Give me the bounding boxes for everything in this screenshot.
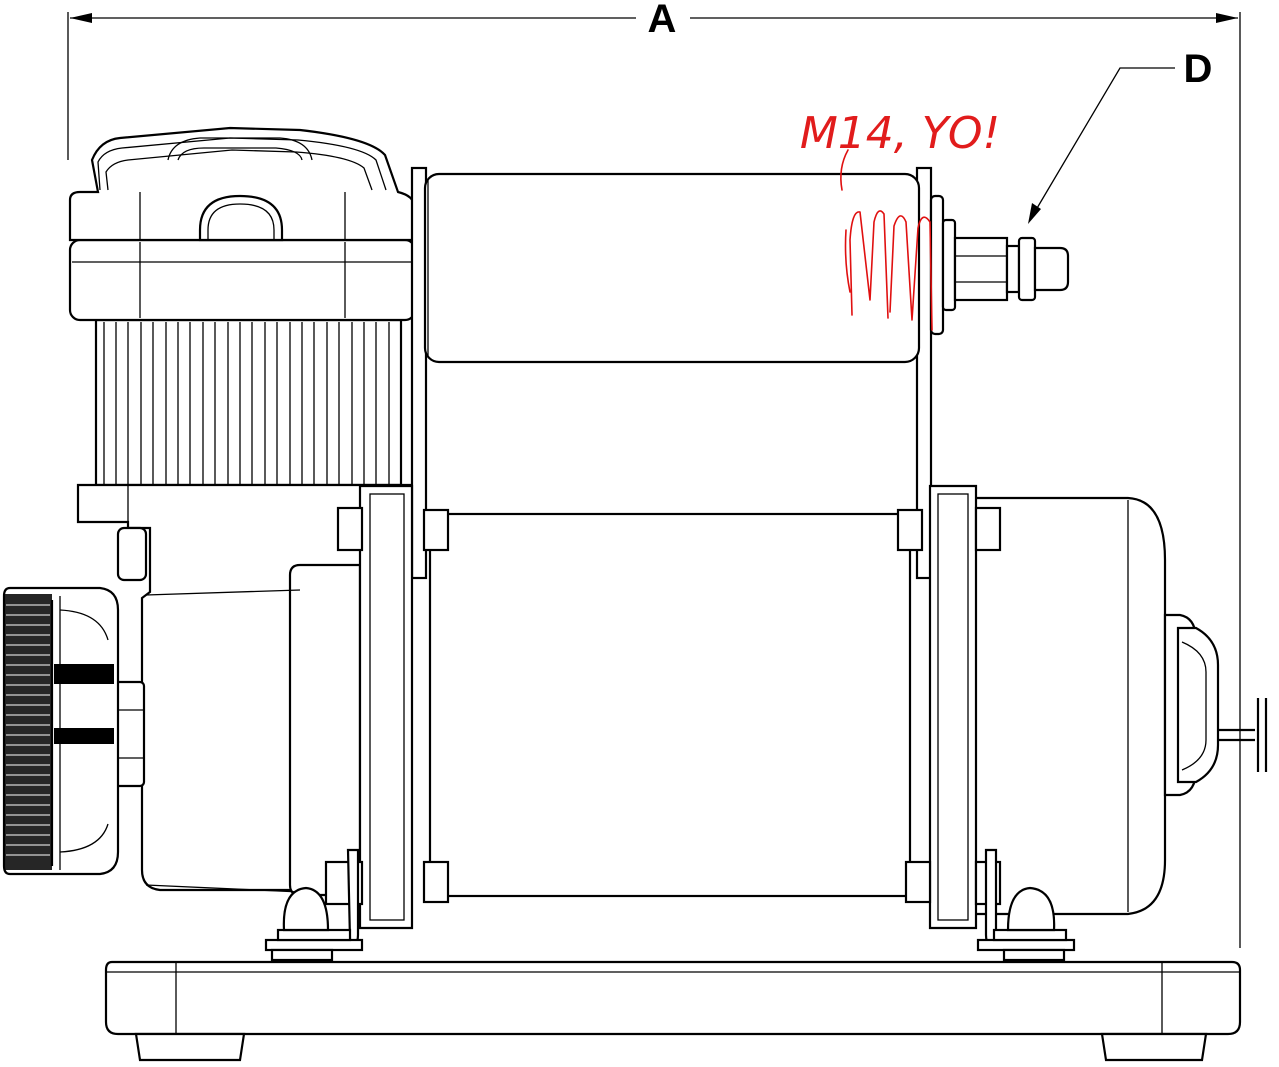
knob <box>2 586 146 876</box>
dimension-d-label: D <box>1184 47 1213 91</box>
dimension-a: A <box>67 0 1241 948</box>
dimension-d: D <box>1028 47 1212 224</box>
left-bracket <box>298 166 450 950</box>
base-plate <box>104 960 1242 1062</box>
dimension-a-label: A <box>648 0 677 41</box>
quick-coupler <box>953 236 1070 302</box>
mount-left <box>264 886 364 962</box>
cylinder-head <box>68 126 417 487</box>
annotation-text: M14, YO! <box>800 108 1000 159</box>
mount-right <box>976 886 1076 962</box>
air-tank <box>423 172 957 364</box>
handwritten-annotation: M14, YO! <box>800 108 1000 331</box>
motor <box>428 496 1268 916</box>
right-bracket <box>896 166 1042 950</box>
crankcase <box>76 483 412 897</box>
cooling-fins <box>103 322 390 484</box>
